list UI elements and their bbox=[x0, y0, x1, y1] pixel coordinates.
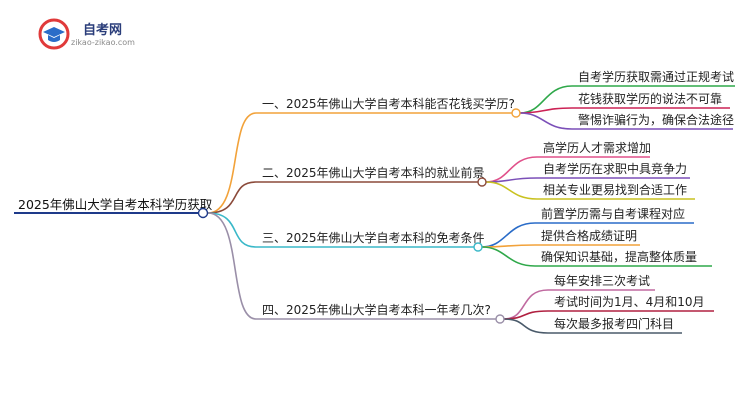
branch-1-child-3-label[interactable]: 警惕诈骗行为，确保合法途径 bbox=[578, 112, 734, 127]
branch-2-child-2-connector bbox=[485, 177, 690, 183]
branch-1-connector bbox=[207, 112, 512, 214]
branch-3-child-3-label[interactable]: 确保知识基础，提高整体质量 bbox=[541, 249, 697, 264]
branch-1-child-1-label[interactable]: 自考学历获取需通过正规考试 bbox=[578, 69, 734, 84]
branch-4-child-1-label[interactable]: 每年安排三次考试 bbox=[554, 273, 650, 288]
branch-4-node[interactable] bbox=[495, 314, 505, 324]
branch-4-child-3-label[interactable]: 每次最多报考四门科目 bbox=[554, 316, 674, 331]
branch-2-label[interactable]: 二、2025年佛山大学自考本科的就业前景 bbox=[262, 165, 485, 180]
branch-3-label[interactable]: 三、2025年佛山大学自考本科的免考条件 bbox=[262, 230, 485, 245]
branch-2-connector bbox=[207, 181, 478, 214]
branch-2-child-2-label[interactable]: 自考学历在求职中具竞争力 bbox=[543, 161, 687, 176]
root-label: 2025年佛山大学自考本科学历获取 bbox=[18, 197, 213, 212]
branch-4-child-2-label[interactable]: 考试时间为1月、4月和10月 bbox=[554, 294, 705, 309]
branch-3-node[interactable] bbox=[473, 242, 483, 252]
branch-3-connector bbox=[207, 212, 474, 248]
branch-2-node[interactable] bbox=[477, 177, 487, 187]
branch-4-connector bbox=[207, 212, 496, 320]
branch-3-child-1-label[interactable]: 前置学历需与自考课程对应 bbox=[541, 206, 685, 221]
branch-4-label[interactable]: 四、2025年佛山大学自考本科一年考几次? bbox=[262, 302, 491, 317]
root-node[interactable] bbox=[197, 207, 209, 219]
branch-2-child-3-connector bbox=[485, 181, 695, 200]
branch-3-child-2-label[interactable]: 提供合格成绩证明 bbox=[541, 228, 637, 243]
site-logo[interactable]: 自考网 zikao-zikao.com bbox=[38, 16, 148, 52]
graduation-cap-icon bbox=[38, 18, 70, 50]
branch-3-child-3-connector bbox=[481, 246, 712, 267]
branch-1-child-2-label[interactable]: 花钱获取学历的说法不可靠 bbox=[578, 91, 722, 106]
logo-title: 自考网 bbox=[83, 23, 123, 38]
branch-2-child-1-label[interactable]: 高学历人才需求增加 bbox=[543, 140, 651, 155]
branch-3-child-2-connector bbox=[481, 244, 640, 248]
branch-1-child-3-connector bbox=[519, 112, 733, 130]
branch-2-child-3-label[interactable]: 相关专业更易找到合适工作 bbox=[543, 182, 687, 197]
logo-subtitle: zikao-zikao.com bbox=[71, 38, 135, 47]
branch-1-label[interactable]: 一、2025年佛山大学自考本科能否花钱买学历? bbox=[262, 96, 515, 111]
branch-1-node[interactable] bbox=[511, 108, 521, 118]
branch-4-child-3-connector bbox=[503, 318, 682, 334]
